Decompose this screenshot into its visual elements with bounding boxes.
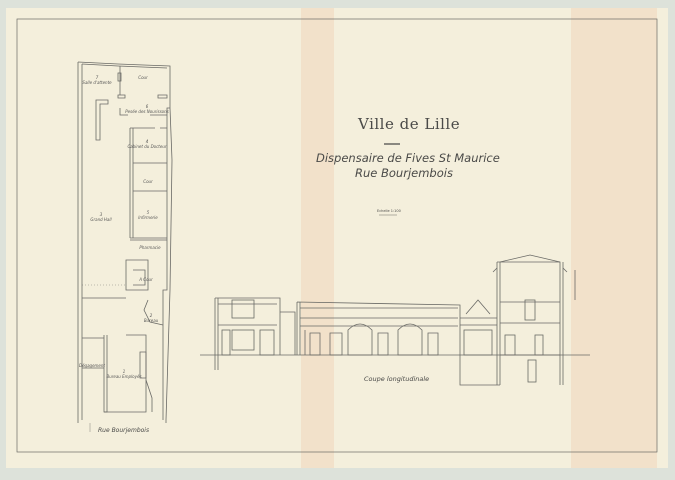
room-label: Cour [143, 179, 153, 184]
paper-stain [301, 8, 334, 468]
room-label: Pharmacie [139, 245, 161, 250]
street-label: Rue Bourjembois [98, 427, 150, 434]
sheet-border [16, 18, 658, 453]
street-subtitle: Rue Bourjembois [355, 166, 453, 180]
scale-label: Echelle 1:100 [377, 209, 401, 213]
room-label: Cour [138, 75, 148, 80]
drawing-sheet [6, 8, 668, 468]
section-label: Coupe longitudinale [364, 375, 430, 383]
city-title: Ville de Lille [358, 115, 461, 133]
longitudinal-section [200, 254, 590, 386]
paper-stain [571, 8, 657, 468]
room-label: A Cour [139, 277, 153, 282]
floor-plan [77, 61, 173, 432]
building-title: Dispensaire de Fives St Maurice [316, 151, 500, 165]
room-label: Dégagement [79, 363, 105, 368]
